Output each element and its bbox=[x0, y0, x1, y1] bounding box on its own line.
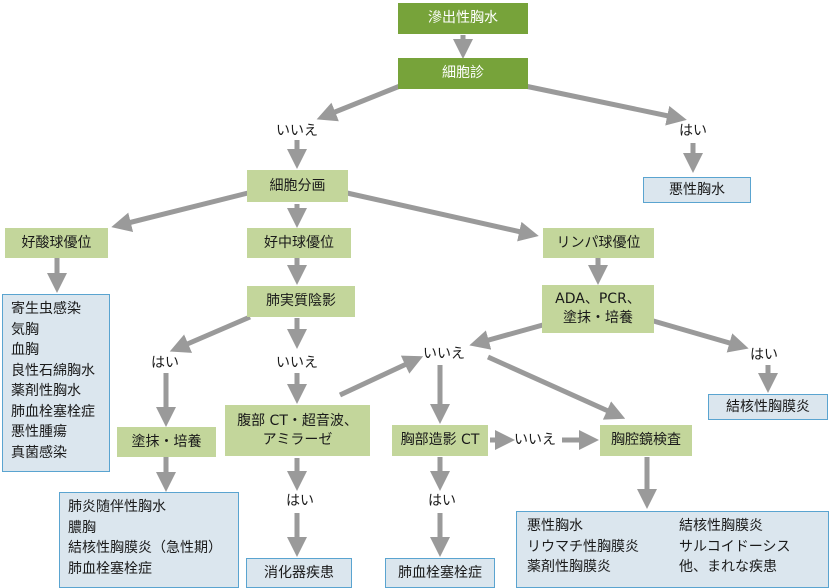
arrow-cytology-no bbox=[316, 83, 401, 122]
result-tb-pleurisy: 結核性胸膜炎 bbox=[708, 394, 828, 420]
result-eosinophil-causes: 寄生虫感染 気胸 血胸 良性石綿胸水 薬剤性胸水 肺血栓塞栓症 悪性腫瘍 真菌感… bbox=[2, 294, 110, 472]
list-item: 肺炎随伴性胸水 bbox=[68, 499, 166, 515]
list-item: 結核性胸膜炎 bbox=[679, 518, 763, 534]
result-digestive-disease: 消化器疾患 bbox=[246, 558, 352, 588]
label-yes-abdominal: はい bbox=[286, 493, 314, 509]
list-item: 他、まれな疾患 bbox=[679, 559, 777, 575]
arrow-ada-no bbox=[469, 320, 551, 350]
list-item: 良性石綿胸水 bbox=[11, 362, 95, 379]
arrow-no-thoracoscopy bbox=[486, 354, 626, 420]
list-item: 悪性腫瘍 bbox=[11, 424, 67, 440]
list-item: リウマチ性胸膜炎 bbox=[527, 538, 639, 555]
list-item: サルコイドーシス bbox=[679, 538, 791, 555]
arrow-ada-yes bbox=[649, 317, 749, 353]
list-item: 肺血栓塞栓症 bbox=[68, 560, 152, 577]
result-pulmonary-embolism: 肺血栓塞栓症 bbox=[385, 558, 495, 588]
label-no-infiltrate: いいえ bbox=[276, 355, 318, 371]
node-ada-pcr: ADA、PCR、 塗抹・培養 bbox=[542, 285, 654, 333]
result-neutrophil-causes: 肺炎随伴性胸水 膿胸 結核性胸膜炎（急性期） 肺血栓塞栓症 bbox=[59, 492, 239, 588]
node-thoracoscopy: 胸腔鏡検査 bbox=[600, 425, 692, 456]
node-cell-differential: 細胞分画 bbox=[247, 170, 348, 202]
node-exudative-effusion: 滲出性胸水 bbox=[398, 3, 528, 34]
arrow-differential-eosinophil bbox=[111, 190, 249, 233]
label-yes-infiltrate: はい bbox=[151, 355, 179, 371]
node-lung-infiltrate: 肺実質陰影 bbox=[247, 286, 355, 317]
label-yes-ada: はい bbox=[750, 347, 778, 363]
label-yes-chestct: はい bbox=[428, 493, 456, 509]
abdominal-ct-line2: アミラーゼ bbox=[262, 431, 333, 448]
node-neutrophil-dominant: 好中球優位 bbox=[247, 228, 351, 258]
abdominal-ct-line1: 腹部 CT・超音波、 bbox=[237, 412, 358, 429]
label-yes-cytology: はい bbox=[679, 123, 707, 139]
node-eosinophil-dominant: 好酸球優位 bbox=[5, 228, 108, 258]
list-item: 真菌感染 bbox=[11, 444, 67, 461]
list-item: 膿胸 bbox=[68, 519, 96, 536]
list-item: 薬剤性胸膜炎 bbox=[527, 559, 611, 575]
list-item: 血胸 bbox=[11, 342, 39, 358]
arrow-cytology-yes bbox=[524, 83, 687, 126]
label-no-chestct: いいえ bbox=[514, 432, 556, 448]
findings-column-2: 結核性胸膜炎 サルコイドーシス 他、まれな疾患 bbox=[679, 516, 790, 578]
node-lymphocyte-dominant: リンパ球優位 bbox=[543, 228, 654, 258]
result-thoracoscopy-findings: 悪性胸水 リウマチ性胸膜炎 薬剤性胸膜炎 結核性胸膜炎 サルコイドーシス 他、ま… bbox=[516, 511, 829, 588]
list-item: 気胸 bbox=[11, 321, 39, 338]
arrow-differential-lymphocyte bbox=[346, 190, 539, 242]
node-abdominal-ct: 腹部 CT・超音波、 アミラーゼ bbox=[225, 405, 370, 456]
list-item: 薬剤性胸水 bbox=[11, 383, 81, 399]
ada-pcr-line2: 塗抹・培養 bbox=[563, 310, 633, 326]
findings-column-1: 悪性胸水 リウマチ性胸膜炎 薬剤性胸膜炎 bbox=[527, 516, 639, 578]
ada-pcr-line1: ADA、PCR、 bbox=[555, 291, 641, 307]
node-smear-culture: 塗抹・培養 bbox=[117, 427, 216, 457]
list-item: 寄生虫感染 bbox=[11, 301, 81, 317]
list-item: 結核性胸膜炎（急性期） bbox=[68, 540, 222, 556]
arrow-abdominal-to-no bbox=[338, 355, 424, 398]
label-no-ada: いいえ bbox=[423, 346, 465, 362]
list-item: 悪性胸水 bbox=[527, 518, 583, 534]
node-cytology: 細胞診 bbox=[398, 58, 528, 89]
label-no-cytology: いいえ bbox=[276, 123, 318, 139]
arrow-infiltrate-yes bbox=[169, 314, 251, 353]
result-malignant-effusion: 悪性胸水 bbox=[643, 177, 751, 203]
node-chest-ct: 胸部造影 CT bbox=[392, 425, 488, 456]
list-item: 肺血栓塞栓症 bbox=[11, 403, 95, 420]
